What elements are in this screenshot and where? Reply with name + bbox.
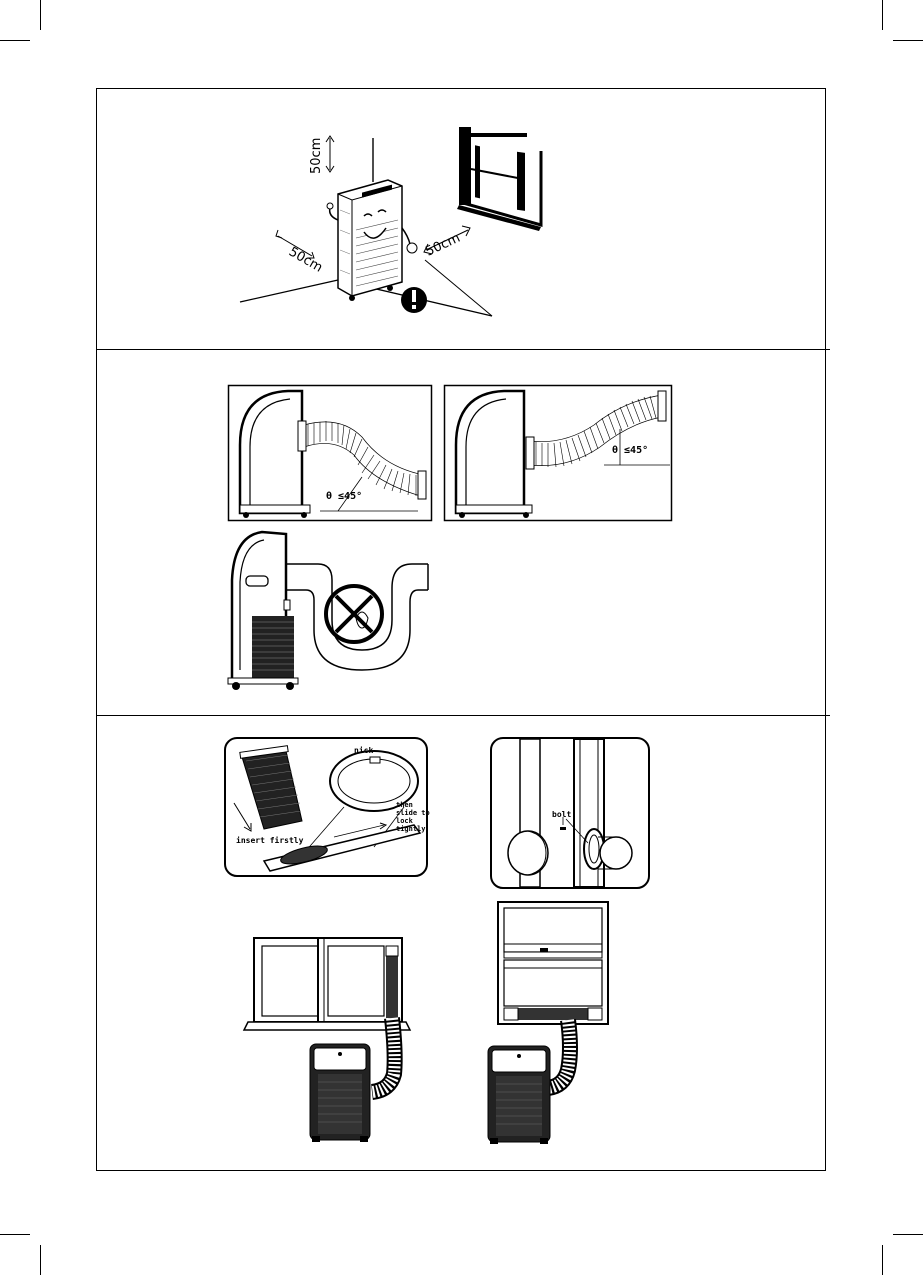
hose-angle-left-label: θ ≤45° — [326, 491, 362, 502]
hose-angle-right-label: θ ≤45° — [612, 445, 648, 456]
clearance-left-label: 50cm — [286, 244, 325, 275]
nick-label: nick — [354, 745, 373, 755]
insert-firstly-label: insert firstly — [236, 835, 304, 845]
window-kit-bolt-diagram: bolt — [490, 737, 656, 889]
hose-angle-left-diagram: θ ≤45° — [228, 385, 432, 521]
prohibited-cross-icon — [326, 586, 382, 642]
window-illustration — [455, 125, 545, 230]
crop-mark-top-left-v — [40, 0, 41, 30]
slide-label-line-1: then — [396, 801, 413, 809]
crop-mark-bottom-left-v — [40, 1245, 41, 1275]
sliding-window-installation — [244, 934, 414, 1144]
window-kit-insert-diagram: nick then slide to lock tightly insert f… — [224, 737, 428, 877]
crop-mark-top-right-h — [893, 40, 923, 41]
section-divider-2 — [96, 715, 830, 716]
crop-mark-bottom-right-h — [893, 1234, 923, 1235]
crop-mark-bottom-left-h — [0, 1234, 30, 1235]
clearance-right-label: 50cm — [423, 231, 462, 260]
crop-mark-top-left-h — [0, 40, 30, 41]
slide-label-line-4: tightly — [396, 825, 426, 833]
hose-angle-right-diagram: θ ≤45° — [444, 385, 672, 521]
section-divider-1 — [96, 349, 830, 350]
hose-prohibited-diagram — [222, 530, 432, 692]
clearance-top-label: 50cm — [309, 138, 324, 174]
slide-label-line-3: lock — [396, 817, 414, 825]
slide-label-line-2: slide to — [396, 809, 430, 817]
bolt-label: bolt — [552, 810, 571, 819]
warning-exclamation-icon — [401, 287, 427, 313]
crop-mark-bottom-right-v — [882, 1245, 883, 1275]
hung-window-installation — [488, 900, 618, 1144]
crop-mark-top-right-v — [882, 0, 883, 30]
